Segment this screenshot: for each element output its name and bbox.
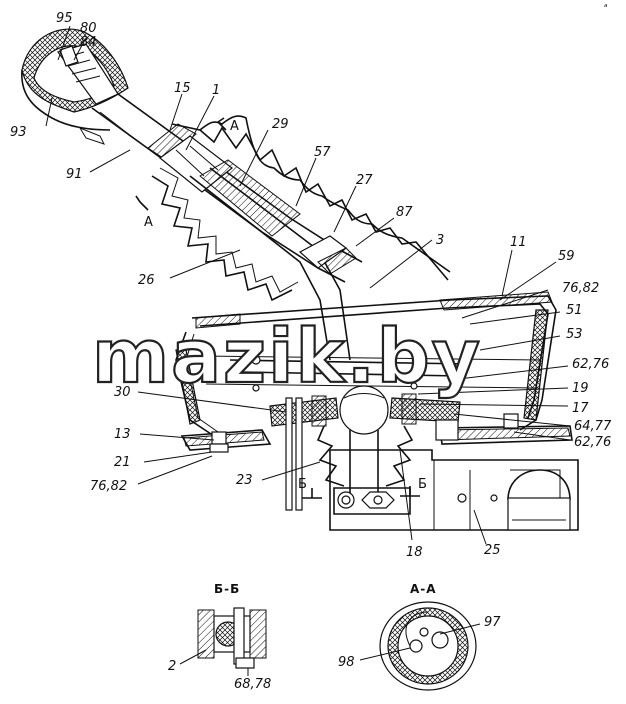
cut-a-label-top: А <box>230 119 239 134</box>
watermark-text: mazik.by <box>92 314 482 400</box>
callout-18: 18 <box>406 545 423 560</box>
callout-62-76-bottom: 62,76 <box>574 435 611 450</box>
callout-1: 1 <box>212 83 220 98</box>
callout-2: 2 <box>168 659 176 674</box>
callout-98: 98 <box>338 655 355 670</box>
ball-joint <box>269 385 461 500</box>
callout-64-77: 64,77 <box>574 419 612 434</box>
callout-76-82-top: 76,82 <box>562 281 599 296</box>
callout-26: 26 <box>138 273 155 288</box>
section-bb-title: Б-Б <box>214 582 240 596</box>
callout-84: 84 <box>80 35 97 50</box>
section-aa: А-А <box>359 582 481 691</box>
callout-30: 30 <box>114 385 131 400</box>
cut-a-label-bottom: А <box>144 215 153 230</box>
lever-knob <box>21 28 129 131</box>
callout-15: 15 <box>174 81 191 96</box>
callout-76-82-bottom: 76,82 <box>90 479 127 494</box>
callout-68-78: 68,78 <box>234 677 271 692</box>
leader-lines <box>45 25 571 545</box>
section-cut-a: А А <box>135 117 239 230</box>
callout-51: 51 <box>566 303 583 318</box>
flange-base <box>180 397 573 511</box>
callout-57: 57 <box>314 145 331 160</box>
callout-labels: 95 80 84 15 1 29 93 91 57 27 87 3 11 59 … <box>10 11 612 692</box>
corner-mark: ᵃ <box>604 3 608 13</box>
housing-cover <box>175 291 557 437</box>
callout-17: 17 <box>572 401 589 416</box>
callout-87: 87 <box>396 205 413 220</box>
callout-13: 13 <box>114 427 131 442</box>
callout-91: 91 <box>66 167 83 182</box>
callout-93: 93 <box>10 125 27 140</box>
callout-97: 97 <box>484 615 501 630</box>
section-bb: Б-Б <box>179 582 267 676</box>
callout-23: 23 <box>236 473 253 488</box>
cut-b-label-right: Б <box>418 477 427 492</box>
callout-80: 80 <box>80 21 97 36</box>
gearbox-body <box>329 449 579 531</box>
lever-tube <box>78 93 363 361</box>
lower-boot <box>316 425 414 487</box>
callout-21: 21 <box>114 455 131 470</box>
callout-3: 3 <box>436 233 444 248</box>
section-aa-title: А-А <box>410 582 437 596</box>
rubber-boot <box>151 115 451 302</box>
callout-19: 19 <box>572 381 589 396</box>
callout-53: 53 <box>566 327 583 342</box>
callout-29: 29 <box>272 117 289 132</box>
cut-b-label-left: Б <box>298 477 307 492</box>
callout-95: 95 <box>56 11 73 26</box>
section-cut-b: Б Б <box>298 477 427 499</box>
callout-25: 25 <box>484 543 501 558</box>
callout-11: 11 <box>510 235 527 250</box>
callout-62-76-top: 62,76 <box>572 357 609 372</box>
callout-27: 27 <box>356 173 373 188</box>
callout-59: 59 <box>558 249 575 264</box>
